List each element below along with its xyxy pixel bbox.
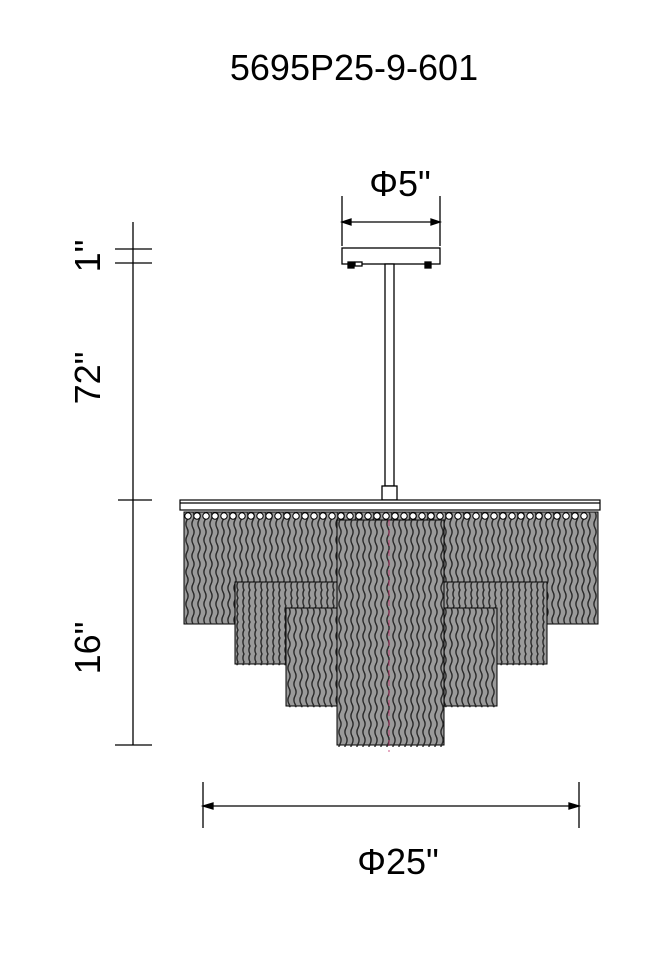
canopy-diameter-label: Φ5" [369,163,431,204]
tier-center [336,519,445,747]
model-number-title: 5695P25-9-601 [230,47,478,88]
fixture-diameter-label: Φ25" [357,841,439,882]
frame-ring [179,499,601,511]
fixture-diameter-dimension [200,782,582,828]
frame-beads [184,512,588,520]
canopy-height-label: 1" [67,240,108,273]
canopy-diameter-dimension [339,196,443,246]
rod-length-label: 72" [67,352,108,405]
vertical-dimension-line [115,222,152,746]
fixture-height-label: 16" [67,622,108,675]
crystal-tiers [183,511,599,747]
down-rod [381,263,398,501]
